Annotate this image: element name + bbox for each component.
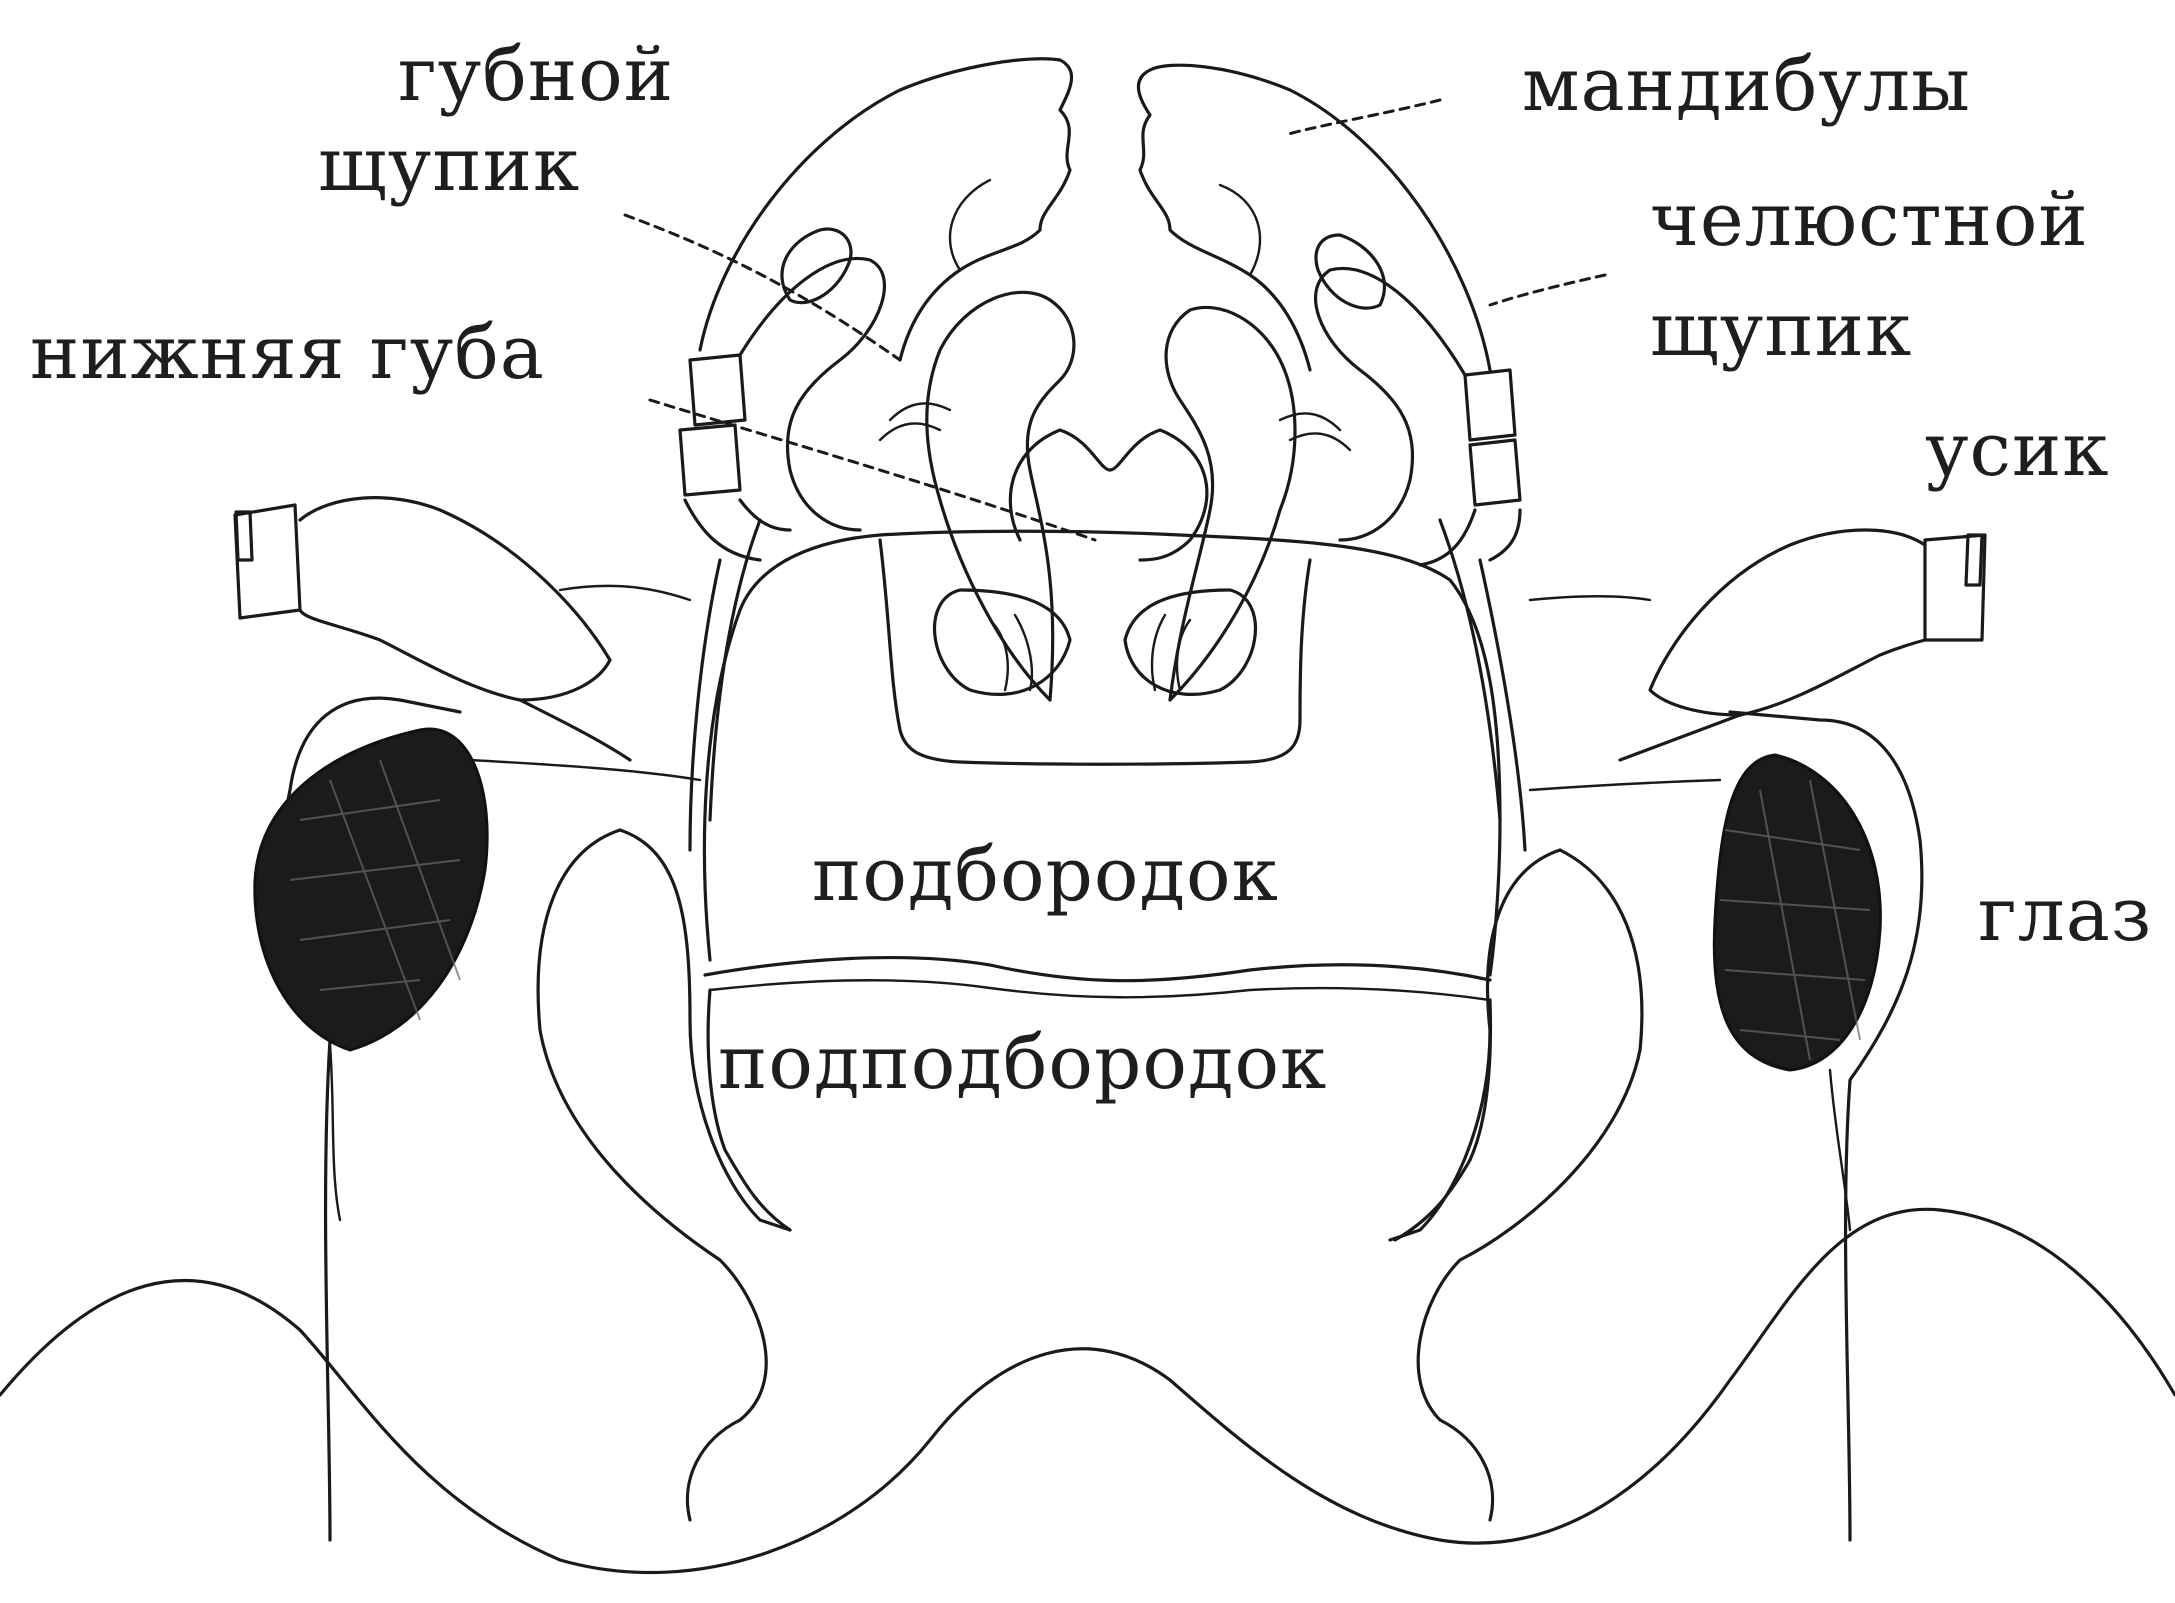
left-frons-line-2 (470, 760, 700, 780)
label-chin: подбородок (812, 832, 1279, 918)
left-eye (255, 729, 487, 1050)
leader-lower-lip (650, 400, 1095, 540)
ligula (1010, 430, 1207, 560)
right-postgena (1390, 850, 1560, 1240)
mentum-suture (705, 958, 1490, 981)
right-mandible (1138, 65, 1490, 370)
right-labial-palp (1166, 307, 1295, 700)
label-eye: глаз (1978, 872, 2152, 958)
left-antenna (235, 498, 630, 760)
left-frons-line (560, 586, 690, 600)
right-eye (1714, 755, 1880, 1070)
label-labial-palp-2: щупик (318, 122, 580, 208)
right-frons-line (1530, 596, 1650, 600)
label-antenna: усик (1925, 407, 2110, 493)
label-lower-lip: нижняя губа (30, 310, 545, 396)
leader-mandibles (1285, 100, 1440, 135)
label-subchin: подподбородок (718, 1020, 1327, 1106)
left-maxilla (740, 258, 884, 530)
left-labial-palp (927, 292, 1074, 700)
right-stipes-inner (1440, 520, 1500, 820)
right-maxilla (1316, 268, 1465, 540)
right-antenna (1620, 530, 1985, 760)
leader-labial-palp (625, 215, 900, 360)
label-maxillary-palp-2: щупик (1650, 287, 1912, 373)
left-mandible (700, 59, 1072, 360)
leader-maxillary-palp (1490, 275, 1605, 305)
label-mandibles: мандибулы (1522, 42, 1971, 128)
right-labial-palp-segment (1280, 413, 1350, 450)
prementum-box (880, 540, 1310, 764)
label-maxillary-palp-1: челюстной (1650, 177, 2089, 263)
right-maxillary-palp (1420, 370, 1520, 565)
left-maxillary-palp (680, 355, 790, 560)
mentum-suture-lower (710, 980, 1490, 1000)
right-pocket-inner (1152, 615, 1190, 690)
left-eye-stalk (330, 1045, 340, 1220)
left-labial-palp-segment (880, 403, 950, 440)
right-frons-line-2 (1530, 780, 1720, 790)
label-labial-palp-1: губной (398, 32, 674, 118)
left-gena-inner (538, 830, 766, 1520)
